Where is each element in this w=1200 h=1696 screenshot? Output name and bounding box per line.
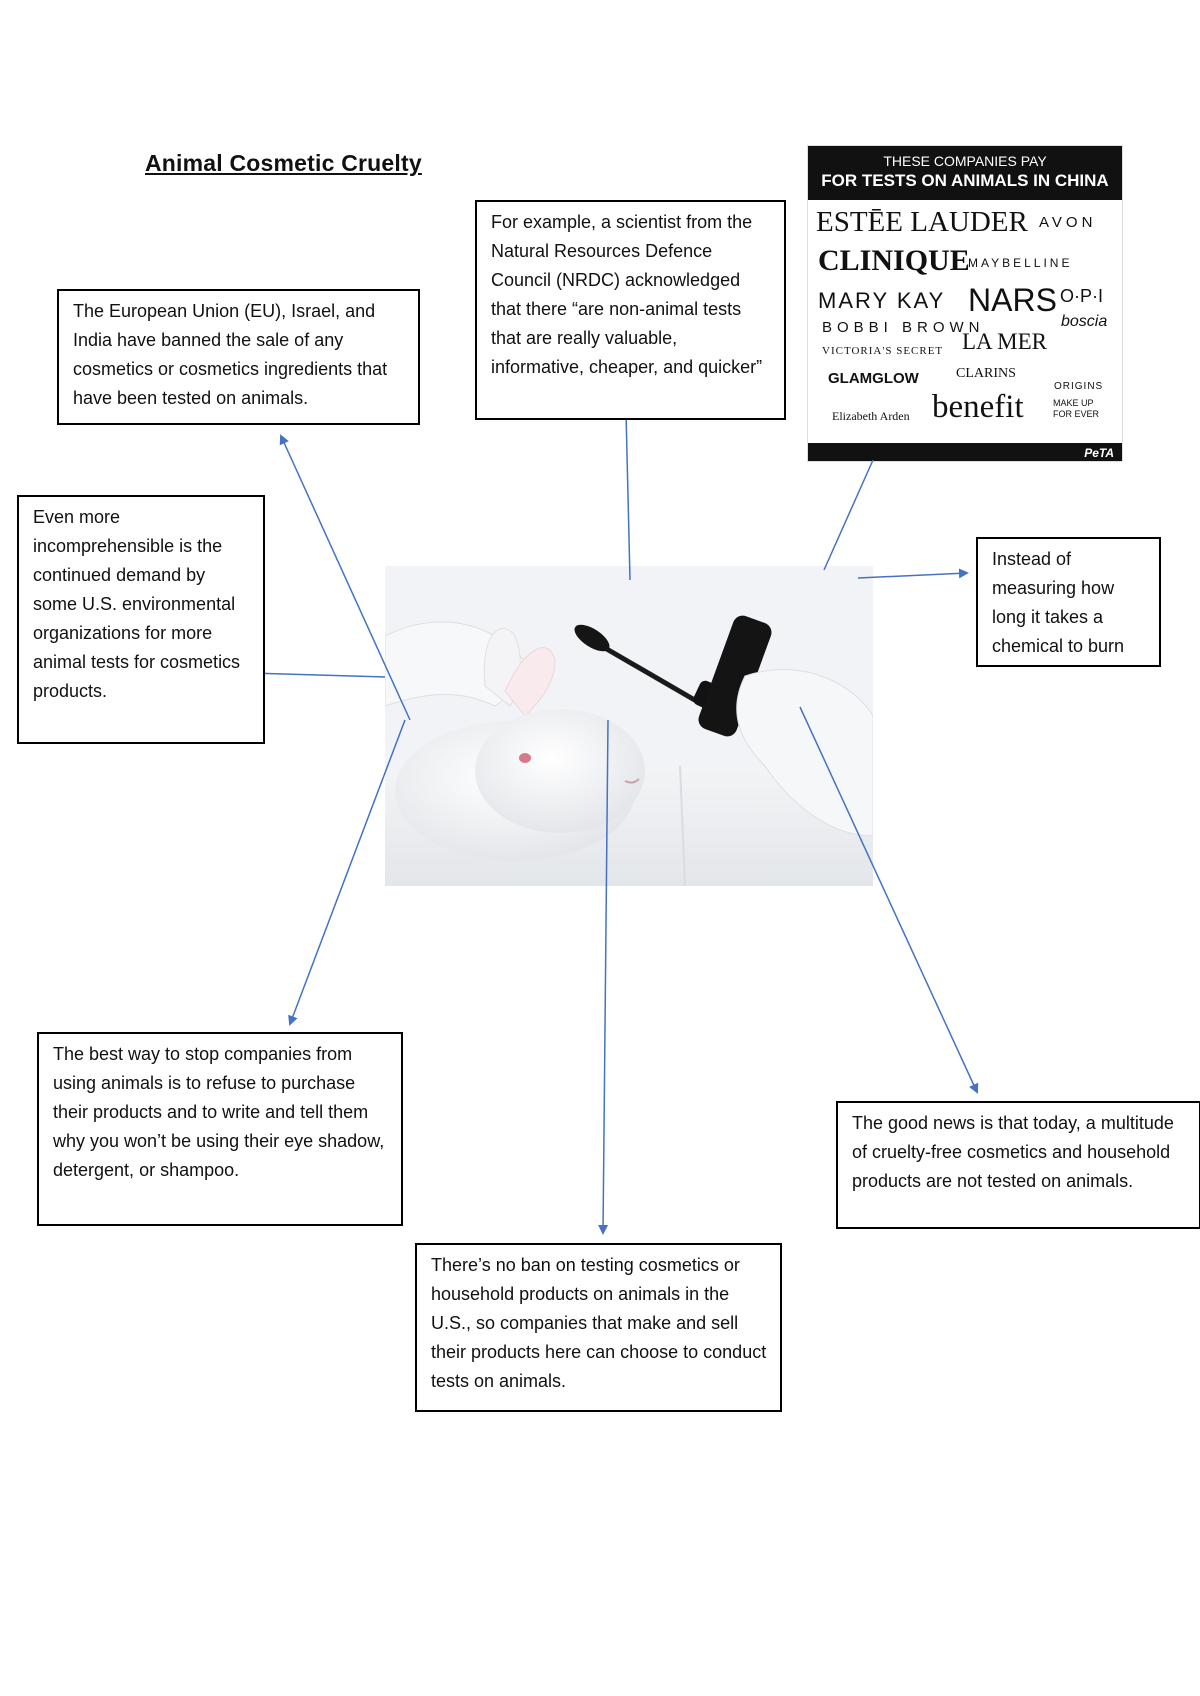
brand-logo: MAYBELLINE (968, 256, 1073, 270)
rabbit-mascara-photo (385, 566, 873, 886)
text-box-best-way: The best way to stop companies from usin… (37, 1032, 403, 1226)
text-box-instead-of: Instead of measuring how long it takes a… (976, 537, 1161, 667)
brand-logo: MAKE UP FOR EVER (1053, 398, 1100, 419)
graphic-footer (808, 443, 1122, 461)
arrow-to-eu (279, 434, 411, 721)
brand-logo: CLARINS (956, 366, 1016, 381)
brand-logo: MARY KAY (818, 288, 946, 313)
arrow-to-logos (823, 459, 874, 571)
brand-logo: Elizabeth Arden (832, 409, 910, 423)
text-box-continued-demand: Even more incomprehensible is the contin… (17, 495, 265, 744)
brand-logo: LA MER (962, 329, 1047, 354)
arrow-to-best (288, 719, 406, 1026)
brand-logo: O·P·I (1060, 286, 1103, 306)
page-title: Animal Cosmetic Cruelty (145, 150, 422, 176)
arrow-to-demand (246, 668, 386, 679)
brand-logo: BOBBI BROWN (822, 319, 985, 336)
graphic-header-line2: FOR TESTS ON ANIMALS IN CHINA (821, 171, 1109, 190)
text-box-good-news: The good news is that today, a multitude… (836, 1101, 1200, 1229)
companies-testing-graphic: THESE COMPANIES PAY FOR TESTS ON ANIMALS… (807, 145, 1123, 462)
brand-logo: AVON (1039, 214, 1097, 231)
brand-logo: ESTĒE LAUDER (816, 206, 1028, 238)
arrow-to-noban (598, 719, 609, 1235)
text-box-nrdc-quote: For example, a scientist from the Natura… (475, 200, 786, 420)
brand-logo: boscia (1061, 313, 1108, 330)
brand-logo: NARS (968, 282, 1057, 318)
graphic-header-line1: THESE COMPANIES PAY (883, 153, 1047, 169)
brand-logo: VICTORIA'S SECRET (822, 345, 944, 357)
brand-logo: GLAMGLOW (828, 370, 919, 387)
peta-logo: PeTA (1084, 446, 1114, 460)
brand-logo: ORIGINS (1054, 381, 1104, 392)
brand-logo: benefit (932, 389, 1024, 425)
brand-logo: CLINIQUE (818, 244, 970, 277)
text-box-no-us-ban: There’s no ban on testing cosmetics or h… (415, 1243, 782, 1412)
arrow-to-nrdc (621, 410, 632, 581)
graphic-header: THESE COMPANIES PAY FOR TESTS ON ANIMALS… (808, 146, 1122, 200)
text-box-eu-ban: The European Union (EU), Israel, and Ind… (57, 289, 420, 425)
rabbit-photo-illustration (385, 566, 873, 886)
arrow-to-instead (857, 568, 969, 579)
arrow-to-good (799, 706, 979, 1094)
